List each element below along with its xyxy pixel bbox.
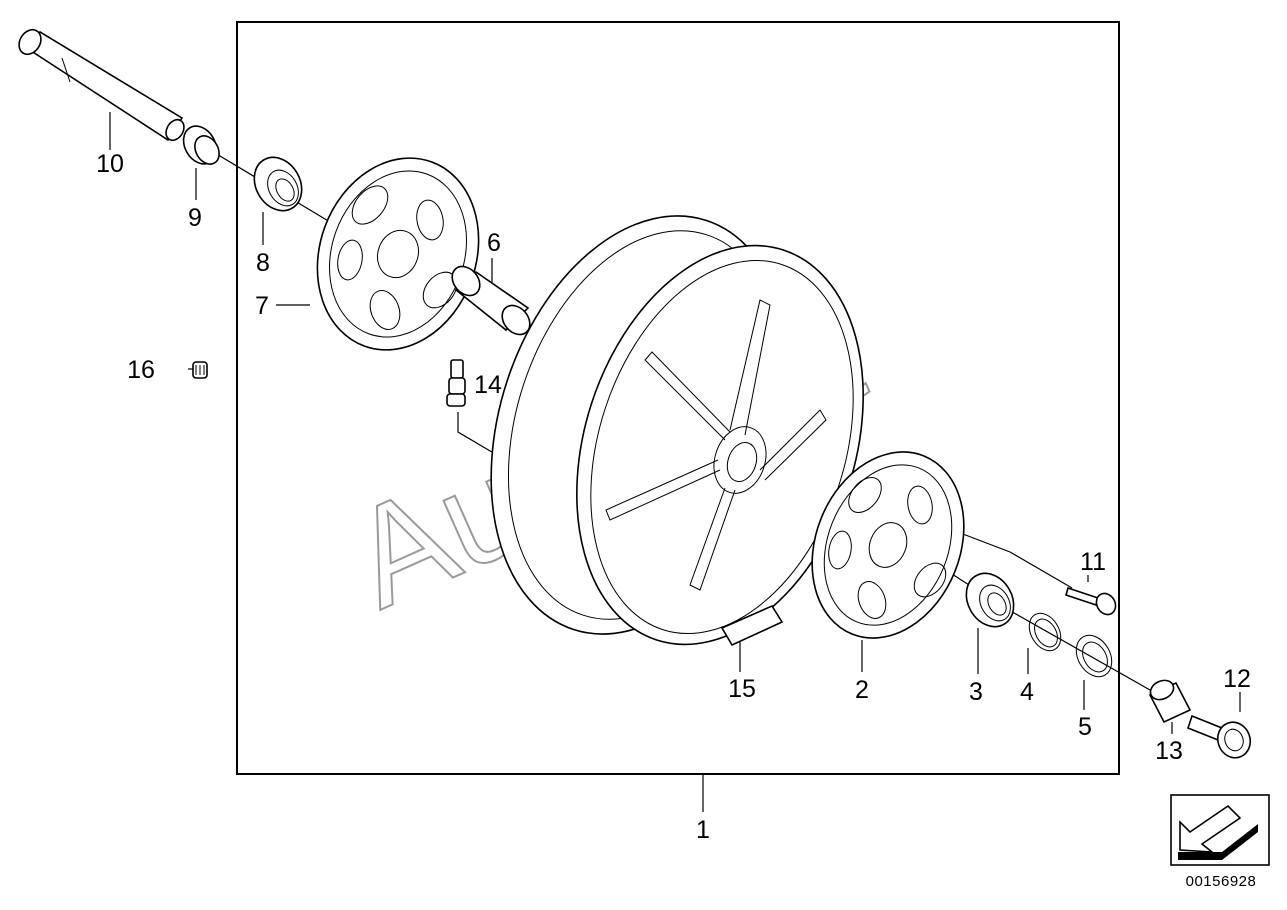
callout-12: 12 xyxy=(1223,665,1251,693)
bearing-part-3 xyxy=(965,572,1015,628)
callout-7: 7 xyxy=(255,292,269,320)
brake-carrier-part-7 xyxy=(316,157,480,351)
bolt-part-12 xyxy=(1187,714,1252,759)
callout-1: 1 xyxy=(696,816,710,844)
callout-6: 6 xyxy=(487,229,501,257)
spacer-part-9 xyxy=(182,125,220,165)
sleeve-part-6 xyxy=(451,265,531,336)
callout-16: 16 xyxy=(127,356,155,384)
callout-4: 4 xyxy=(1020,678,1034,706)
spacer-part-13 xyxy=(1148,679,1192,724)
assembly-frame xyxy=(236,21,1120,775)
callout-labels: 1 2 3 4 5 6 7 8 9 10 11 12 13 14 15 16 xyxy=(96,150,1251,844)
bolt-part-11 xyxy=(1065,586,1117,616)
valve-part-14 xyxy=(446,359,466,407)
callout-13: 13 xyxy=(1155,737,1183,765)
nut-part-16 xyxy=(192,361,208,379)
callout-9: 9 xyxy=(188,204,202,232)
wheel-rim-part-1 xyxy=(490,215,864,646)
direction-arrow-icon xyxy=(1170,794,1270,866)
callout-14: 14 xyxy=(474,371,502,399)
callout-10: 10 xyxy=(96,150,124,178)
ring-part-5 xyxy=(1075,634,1113,678)
callout-5: 5 xyxy=(1078,713,1092,741)
callout-3: 3 xyxy=(969,678,983,706)
axle-part-10 xyxy=(18,28,185,142)
callout-8: 8 xyxy=(256,249,270,277)
circlip-part-4 xyxy=(1028,612,1062,652)
balance-weight-part-15 xyxy=(720,604,784,647)
callout-15: 15 xyxy=(728,675,756,703)
reference-number: 00156928 xyxy=(1186,873,1257,890)
bearing-part-8 xyxy=(253,156,303,212)
callout-11: 11 xyxy=(1080,548,1106,576)
brake-carrier-part-2 xyxy=(811,451,965,639)
callout-2: 2 xyxy=(855,676,869,704)
